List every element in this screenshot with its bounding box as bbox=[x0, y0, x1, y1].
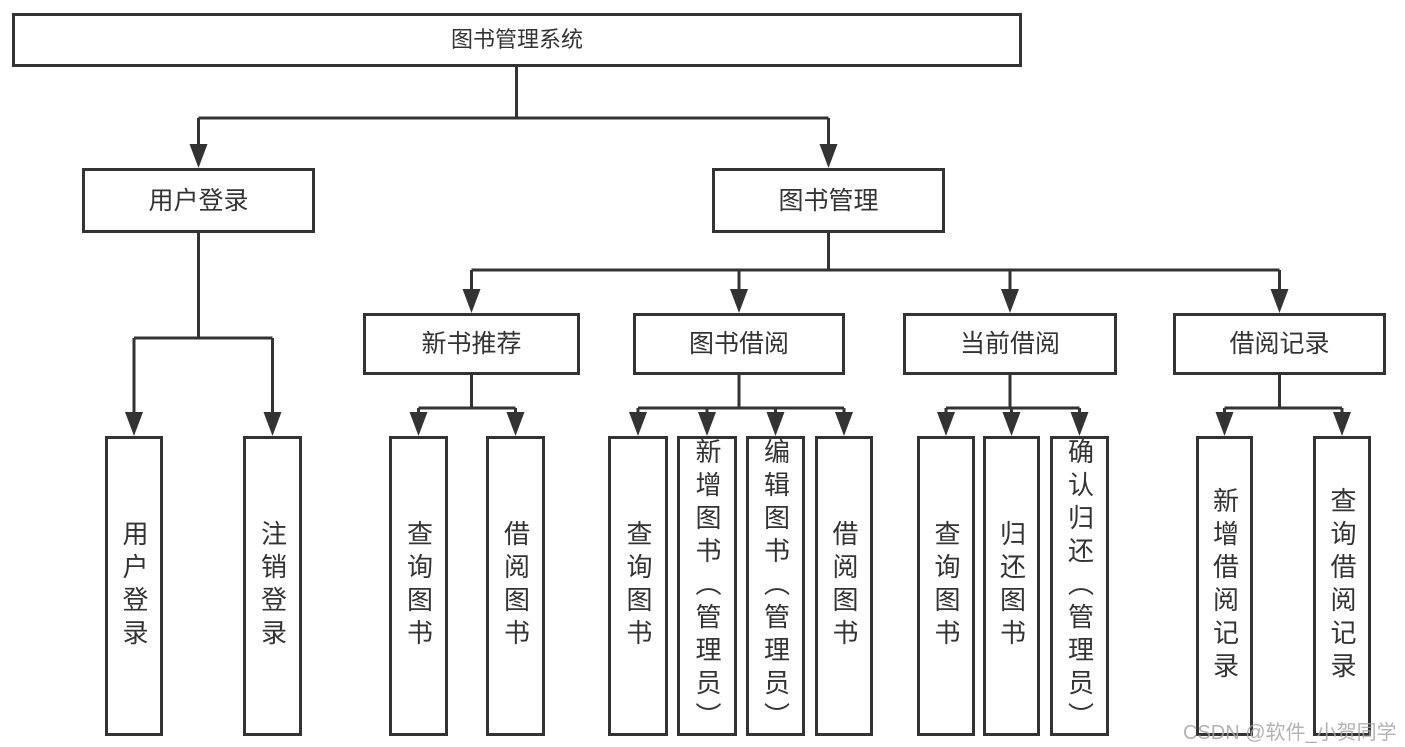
node-label: 查询图书 bbox=[403, 520, 434, 652]
node-label: 注销登录 bbox=[257, 520, 288, 652]
arrow-down-icon bbox=[125, 412, 143, 436]
leaf-bb-edit-books: 编辑图书（管理员） bbox=[746, 436, 805, 736]
connector-current-borrowing-to-leaves bbox=[937, 375, 1089, 436]
connector-book-management-to-level3 bbox=[462, 233, 1289, 313]
leaf-cb-query-books: 查询图书 bbox=[917, 436, 975, 736]
arrow-down-icon bbox=[1333, 412, 1351, 436]
arrow-down-icon bbox=[1001, 289, 1019, 313]
leaf-br-add-record: 新增借阅记录 bbox=[1196, 436, 1253, 736]
arrow-down-icon bbox=[462, 289, 481, 313]
node-new-book-recommend: 新书推荐 bbox=[363, 313, 580, 375]
node-library-management-system: 图书管理系统 bbox=[12, 13, 1022, 67]
arrow-down-icon bbox=[698, 412, 716, 436]
leaf-br-query-record: 查询借阅记录 bbox=[1313, 436, 1371, 736]
node-label: 新增图书（管理员） bbox=[692, 437, 722, 735]
node-label: 新增借阅记录 bbox=[1209, 487, 1240, 685]
arrow-down-icon bbox=[937, 412, 955, 436]
node-label: 用户登录 bbox=[148, 186, 249, 215]
leaf-cb-return-books: 归还图书 bbox=[983, 436, 1040, 736]
connector-book-borrowing-to-leaves bbox=[629, 375, 853, 436]
arrow-down-icon bbox=[766, 412, 785, 436]
arrow-down-icon bbox=[819, 144, 838, 168]
arrow-down-icon bbox=[730, 289, 748, 313]
arrow-down-icon bbox=[835, 412, 853, 436]
node-book-management: 图书管理 bbox=[712, 168, 945, 233]
connector-new-book-recommend-to-leaves bbox=[409, 375, 525, 436]
arrow-down-icon bbox=[629, 412, 647, 436]
node-borrowing-records: 借阅记录 bbox=[1173, 313, 1386, 375]
leaf-logout: 注销登录 bbox=[243, 436, 302, 736]
node-label: 编辑图书（管理员） bbox=[760, 437, 791, 735]
arrow-down-icon bbox=[409, 412, 428, 436]
leaf-nb-query-books: 查询图书 bbox=[389, 436, 448, 736]
leaf-bb-borrow-books: 借阅图书 bbox=[815, 436, 873, 736]
node-label: 图书管理系统 bbox=[450, 26, 583, 52]
node-label: 查询图书 bbox=[931, 520, 961, 652]
node-label: 查询借阅记录 bbox=[1327, 487, 1357, 685]
node-user-login: 用户登录 bbox=[82, 168, 315, 233]
node-label: 图书管理 bbox=[778, 186, 879, 215]
arrow-down-icon bbox=[506, 412, 525, 436]
node-label: 借阅记录 bbox=[1229, 330, 1330, 358]
leaf-bb-add-books: 新增图书（管理员） bbox=[677, 436, 737, 736]
connector-borrowing-records-to-leaves bbox=[1215, 375, 1351, 436]
leaf-cb-confirm-return: 确认归还（管理员） bbox=[1050, 436, 1109, 736]
leaf-bb-query-books: 查询图书 bbox=[608, 436, 668, 736]
node-label: 查询图书 bbox=[623, 520, 653, 652]
leaf-user-login: 用户登录 bbox=[105, 436, 163, 736]
node-book-borrowing: 图书借阅 bbox=[633, 313, 845, 375]
node-label: 确认归还（管理员） bbox=[1064, 437, 1095, 735]
arrow-down-icon bbox=[1002, 412, 1021, 436]
node-current-borrowing: 当前借阅 bbox=[903, 313, 1117, 375]
arrow-down-icon bbox=[1070, 412, 1089, 436]
node-label: 归还图书 bbox=[996, 520, 1027, 652]
arrow-down-icon bbox=[263, 412, 282, 436]
node-label: 借阅图书 bbox=[500, 520, 531, 652]
node-label: 当前借阅 bbox=[959, 330, 1060, 358]
connector-user-login-to-leaves bbox=[125, 233, 282, 436]
arrow-down-icon bbox=[189, 144, 208, 168]
arrow-down-icon bbox=[1270, 289, 1289, 313]
arrow-down-icon bbox=[1215, 412, 1234, 436]
connector-root-to-level2 bbox=[189, 67, 838, 168]
node-label: 图书借阅 bbox=[688, 330, 789, 358]
node-label: 借阅图书 bbox=[829, 520, 859, 652]
leaf-nb-borrow-books: 借阅图书 bbox=[486, 436, 545, 736]
node-label: 用户登录 bbox=[119, 520, 149, 652]
node-label: 新书推荐 bbox=[421, 330, 522, 358]
